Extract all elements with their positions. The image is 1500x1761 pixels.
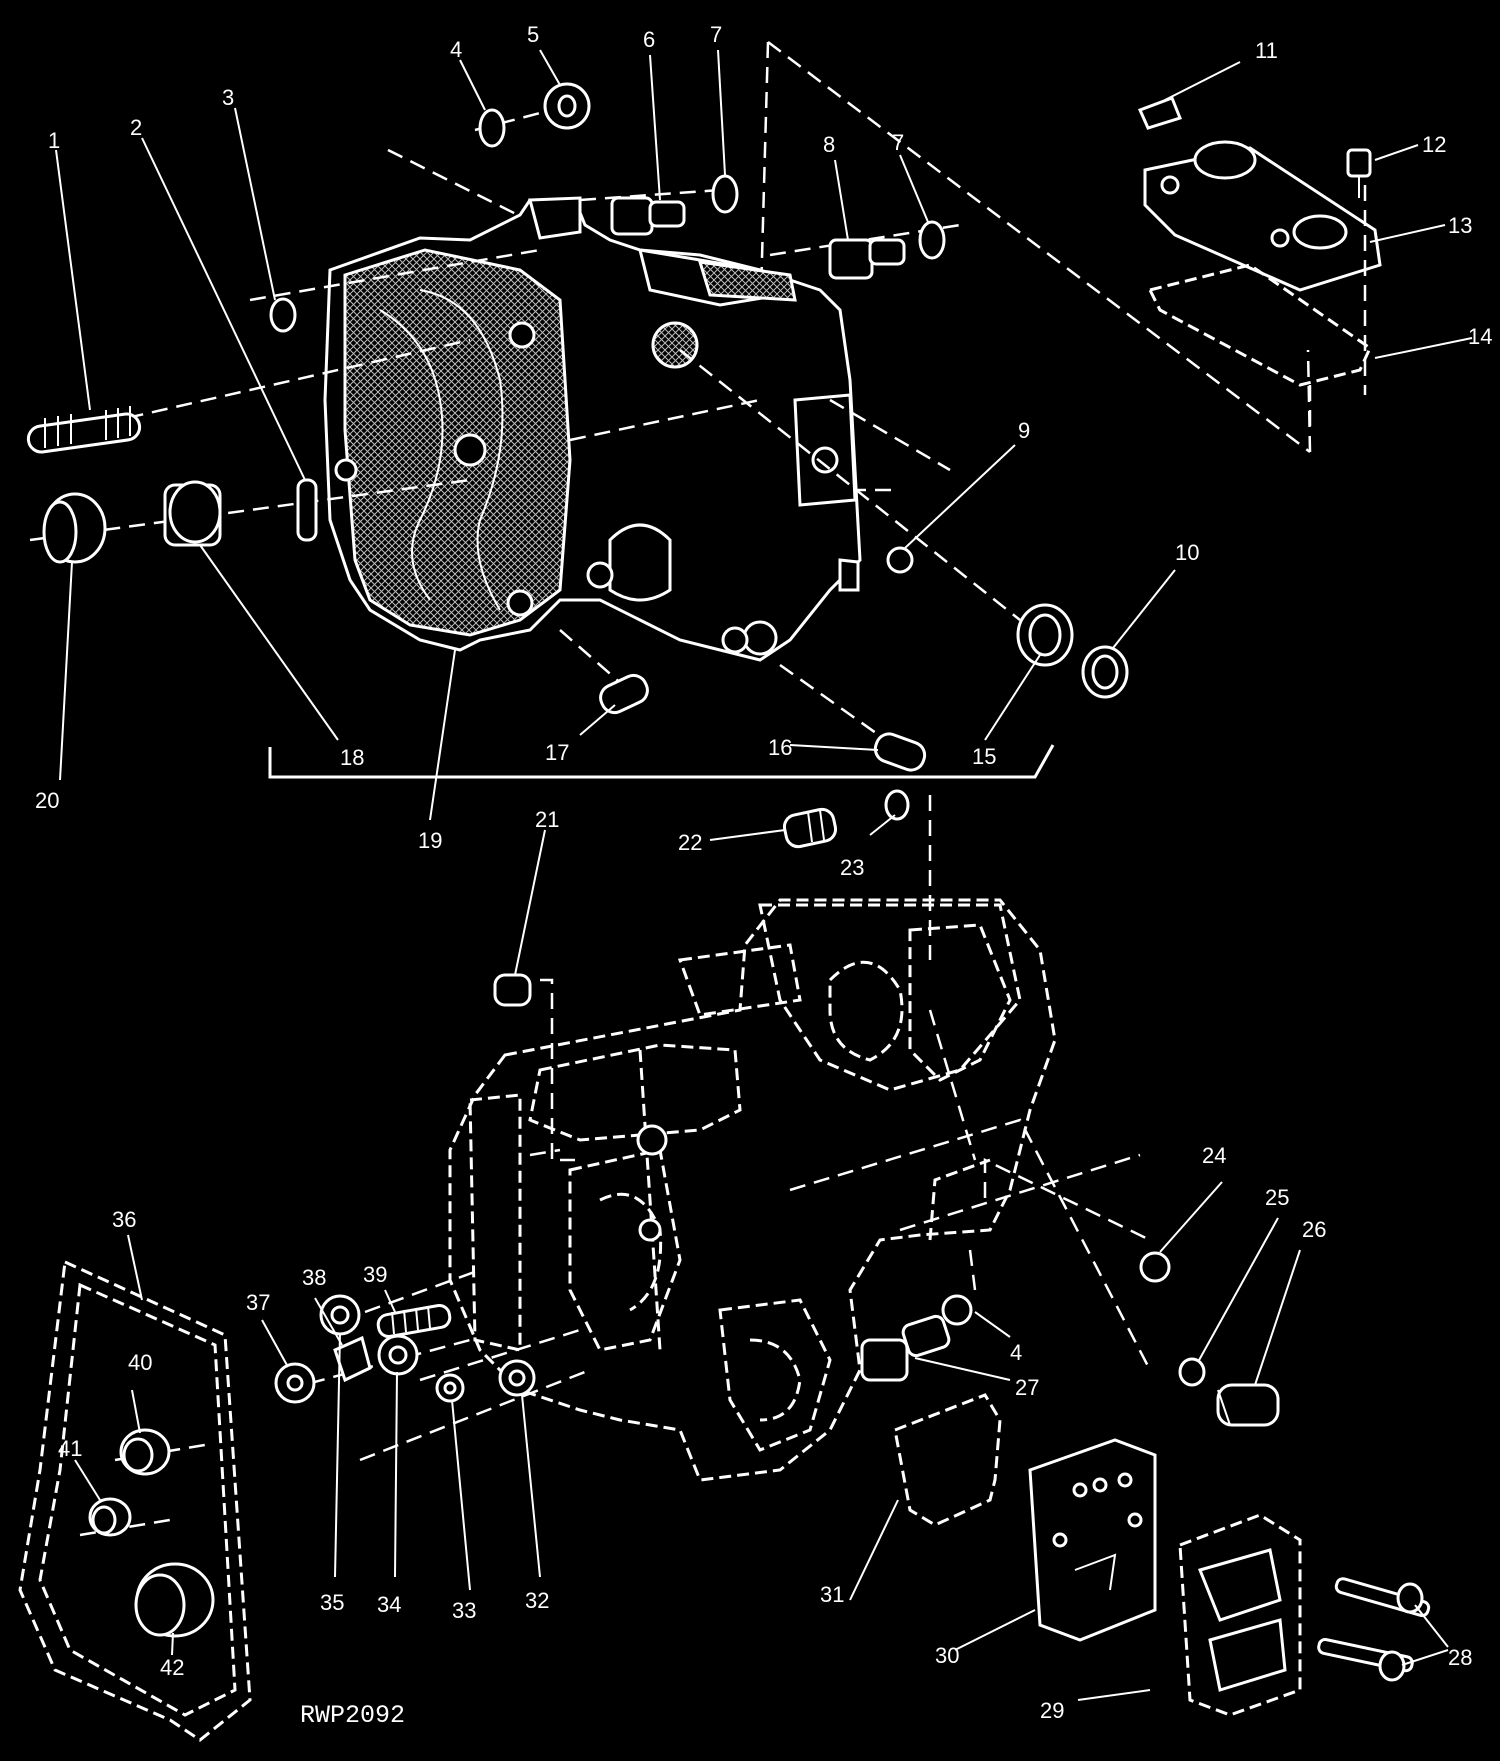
callout-17: 17 xyxy=(545,740,569,765)
upper-cover-assembly xyxy=(29,41,1312,779)
callout-27: 27 xyxy=(1015,1375,1039,1400)
callout-36: 36 xyxy=(112,1207,136,1232)
callout-41: 41 xyxy=(58,1436,82,1461)
callout-7: 7 xyxy=(710,22,722,47)
lower-loose-parts xyxy=(18,789,1431,1742)
washer-part-4-lower xyxy=(941,1294,973,1326)
callout-21: 21 xyxy=(535,807,559,832)
bushing-part-21 xyxy=(493,973,532,1007)
dowel-part-17 xyxy=(599,673,649,715)
bushing-part-18 xyxy=(163,480,222,547)
callout-10: 10 xyxy=(1175,540,1199,565)
seal-part-35 xyxy=(319,1294,361,1336)
pin-part-2 xyxy=(296,478,318,542)
callout-37: 37 xyxy=(246,1290,270,1315)
callout-2: 2 xyxy=(130,115,142,140)
callout-19: 19 xyxy=(418,828,442,853)
callout-32: 32 xyxy=(525,1588,549,1613)
callout-28: 28 xyxy=(1448,1645,1472,1670)
washer-part-7a xyxy=(711,174,739,214)
upper-loose-parts xyxy=(26,82,1382,772)
callout-6: 6 xyxy=(643,27,655,52)
bolts-part-28 xyxy=(1317,1577,1431,1682)
callout-22: 22 xyxy=(678,830,702,855)
valve-body-part-30 xyxy=(1028,1438,1157,1642)
callout-33: 33 xyxy=(452,1598,476,1623)
bushing-part-41 xyxy=(88,1497,132,1537)
dowel-part-16 xyxy=(873,732,927,772)
stud-part-1 xyxy=(26,406,142,454)
seal-part-34 xyxy=(377,1334,419,1376)
leader-lines xyxy=(55,49,1473,1701)
callout-3: 3 xyxy=(222,85,234,110)
plug-part-9 xyxy=(886,546,914,574)
callout-11: 11 xyxy=(1255,38,1278,63)
bushing-part-42 xyxy=(134,1562,215,1638)
seal-part-15 xyxy=(1016,603,1074,667)
figure-code: RWP2092 xyxy=(300,1701,405,1730)
bolt-part-6 xyxy=(610,196,686,236)
callout-5: 5 xyxy=(527,22,539,47)
stud-part-39 xyxy=(376,1304,452,1338)
callout-26: 26 xyxy=(1302,1217,1326,1242)
seal-part-32 xyxy=(498,1359,536,1397)
callout-30: 30 xyxy=(935,1643,959,1668)
callout-14: 14 xyxy=(1468,324,1492,349)
lower-housing-assembly xyxy=(79,795,1152,1612)
cap-screw-part-12 xyxy=(1346,148,1372,198)
clip-part-11 xyxy=(1137,96,1182,130)
washer-part-4-top xyxy=(478,108,506,148)
callout-20: 20 xyxy=(35,788,59,813)
bushing-part-20 xyxy=(42,492,107,564)
o-ring-part-23 xyxy=(884,789,910,821)
callout-4: 4 xyxy=(450,37,462,62)
washer-part-3 xyxy=(269,297,297,333)
callout-13: 13 xyxy=(1448,213,1472,238)
washer-part-7b xyxy=(918,220,946,260)
bolt-part-8 xyxy=(828,238,906,280)
callout-34: 34 xyxy=(377,1592,401,1617)
callout-12: 12 xyxy=(1422,132,1446,157)
callout-31: 31 xyxy=(820,1582,844,1607)
gasket-part-36 xyxy=(18,1259,252,1742)
callout-9: 9 xyxy=(1018,418,1030,443)
callout-39: 39 xyxy=(363,1262,387,1287)
plug-part-24 xyxy=(1139,1251,1171,1283)
callout-15: 15 xyxy=(972,744,996,769)
valve-part-22 xyxy=(782,807,838,849)
callout-35: 35 xyxy=(320,1590,344,1615)
callout-16: 16 xyxy=(768,735,792,760)
bushing-part-40 xyxy=(119,1428,171,1476)
callout-7b: 7 xyxy=(892,130,904,155)
callout-8: 8 xyxy=(823,132,835,157)
callout-4b: 4 xyxy=(1010,1340,1022,1365)
callout-38: 38 xyxy=(302,1265,326,1290)
callout-42: 42 xyxy=(160,1655,184,1680)
cover-part-13 xyxy=(1143,140,1382,292)
callout-labels: 1 2 3 4 5 6 7 7 8 9 10 11 12 13 14 15 16… xyxy=(35,22,1492,1730)
clip-part-38 xyxy=(333,1335,372,1383)
nut-part-37 xyxy=(274,1362,316,1404)
washer-part-33 xyxy=(435,1373,465,1403)
gasket-part-31 xyxy=(893,1393,1002,1527)
callout-24: 24 xyxy=(1202,1143,1226,1168)
callout-29: 29 xyxy=(1040,1698,1064,1723)
callout-23: 23 xyxy=(840,855,864,880)
nut-part-5 xyxy=(543,82,591,130)
plate-part-29 xyxy=(1178,1513,1302,1717)
callout-1: 1 xyxy=(48,128,60,153)
plug-part-26 xyxy=(1216,1383,1280,1427)
snap-ring-part-10 xyxy=(1081,645,1129,699)
gasket-part-14 xyxy=(1147,263,1372,387)
o-ring-part-25 xyxy=(1178,1357,1206,1387)
callout-40: 40 xyxy=(128,1350,152,1375)
callout-18: 18 xyxy=(340,745,364,770)
callout-25: 25 xyxy=(1265,1185,1289,1210)
bolt-part-27 xyxy=(860,1314,951,1382)
